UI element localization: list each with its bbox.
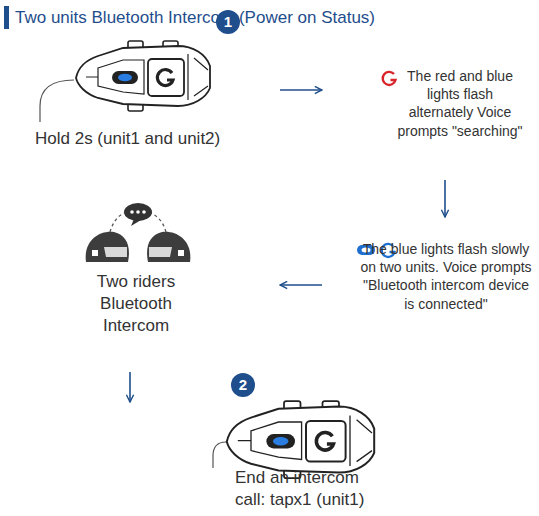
speech-bubble — [131, 219, 141, 226]
diagram-title: Two units Bluetooth Intercom (Power on S… — [15, 8, 375, 28]
flow-step: The red and blue lights flash alternatel… — [322, 40, 532, 180]
speech-bubble — [130, 210, 134, 214]
speech-bubble — [124, 203, 152, 221]
flow-arrow — [444, 180, 446, 217]
speech-bubble — [124, 203, 152, 226]
helmet — [86, 232, 129, 262]
flow-step: Hold 2s (unit1 and unit2) — [20, 40, 280, 170]
callout-number: 1 — [216, 12, 240, 32]
helmet — [147, 232, 190, 262]
step-text: End an intercom call: tapx1 (unit1) — [235, 467, 390, 511]
step-text: The blue lights flash slowly on two unit… — [360, 240, 532, 313]
speech-bubble — [142, 210, 146, 214]
title-bar — [4, 6, 9, 29]
step-text: Two riders Bluetooth Intercom — [85, 271, 187, 337]
leader-line — [40, 80, 74, 122]
flow-arrow — [129, 372, 131, 402]
speech-bubble — [136, 210, 140, 214]
flow-step: End an intercom call: tapx1 (unit1) — [20, 402, 370, 515]
power-icon — [383, 72, 396, 85]
step-text: Hold 2s (unit1 and unit2) — [35, 128, 230, 150]
intercom-device — [76, 41, 210, 111]
flow-arrow — [280, 89, 322, 91]
step-text: The red and blue lights flash alternatel… — [396, 67, 524, 140]
callout-circle — [231, 373, 255, 397]
leader-line — [213, 442, 226, 468]
flow-step: The blue lights flash slowly on two unit… — [322, 217, 532, 340]
flow-arrow — [280, 284, 322, 286]
flow-step: Two riders Bluetooth Intercom — [20, 200, 280, 372]
callout-number: 2 — [231, 375, 255, 395]
intercom-device — [227, 401, 374, 478]
